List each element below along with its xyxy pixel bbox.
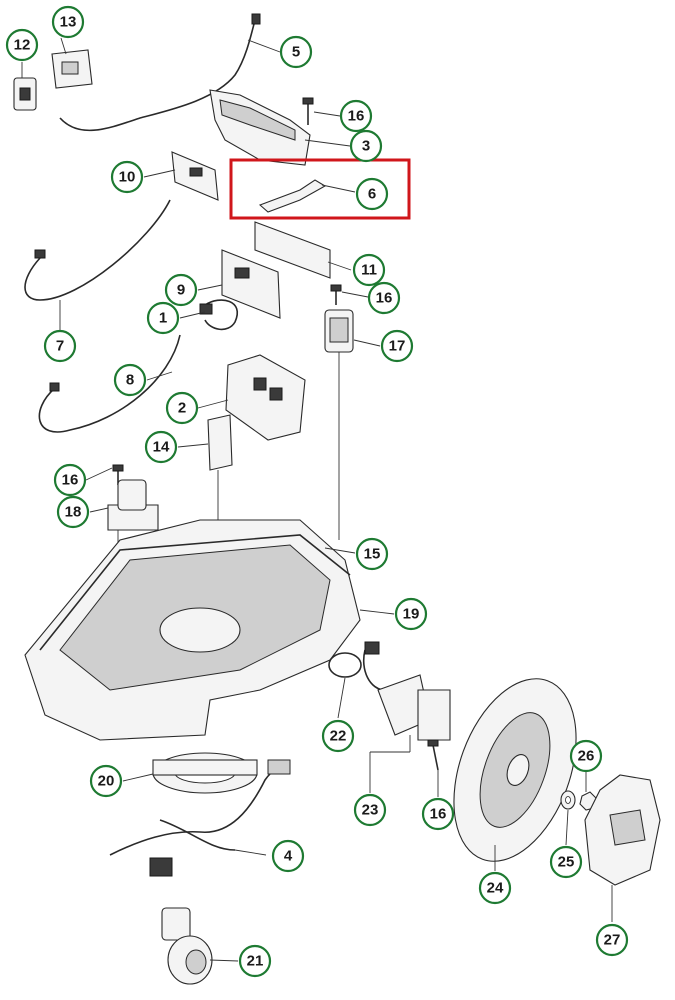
part-12-sensor [13, 77, 37, 111]
callout-label: 15 [364, 546, 381, 563]
callout-label: 17 [389, 338, 406, 355]
callout-15[interactable]: 15 [355, 537, 389, 571]
callout-label: 16 [62, 472, 79, 489]
callout-16-right[interactable]: 16 [367, 281, 401, 315]
callout-label: 9 [177, 282, 185, 299]
part-16-screw-right [330, 284, 342, 305]
callout-label: 18 [65, 504, 82, 521]
callout-20[interactable]: 20 [89, 764, 123, 798]
callout-5[interactable]: 5 [279, 35, 313, 69]
callout-label: 10 [119, 169, 136, 186]
callout-14[interactable]: 14 [144, 430, 178, 464]
callout-label: 25 [558, 854, 575, 871]
callout-label: 27 [604, 932, 621, 949]
callout-label: 5 [292, 44, 300, 61]
cable-8 [38, 334, 181, 433]
callout-10[interactable]: 10 [110, 160, 144, 194]
callout-16-top[interactable]: 16 [339, 99, 373, 133]
callout-label: 4 [284, 848, 293, 865]
part-16-screw-top [302, 97, 314, 125]
callout-12[interactable]: 12 [5, 28, 39, 62]
callout-4[interactable]: 4 [271, 839, 305, 873]
callout-label: 16 [376, 290, 393, 307]
cable-5 [59, 13, 261, 132]
highlight-box [229, 158, 411, 220]
part-20-ring [152, 752, 258, 794]
part-17-motor [324, 309, 354, 540]
callout-24[interactable]: 24 [478, 871, 512, 905]
part-16-screw-bottom [427, 739, 439, 771]
part-1-connector [199, 299, 238, 331]
part-22-oring [328, 652, 362, 678]
callout-25[interactable]: 25 [549, 845, 583, 879]
part-6-lever [258, 179, 327, 213]
cable-7 [24, 199, 171, 301]
callout-6[interactable]: 6 [355, 177, 389, 211]
callout-27[interactable]: 27 [595, 923, 629, 957]
callout-label: 22 [330, 728, 347, 745]
callout-23[interactable]: 23 [353, 793, 387, 827]
callout-label: 14 [153, 439, 170, 456]
part-21-wheel-assembly [161, 907, 213, 985]
part-13-bracket [51, 49, 93, 89]
callout-13[interactable]: 13 [51, 5, 85, 39]
part-27-hubcap [584, 774, 661, 886]
part-2-battery [225, 354, 306, 441]
callout-label: 7 [56, 338, 64, 355]
callout-7[interactable]: 7 [43, 329, 77, 363]
callout-19[interactable]: 19 [394, 597, 428, 631]
part-23-wheel-motor [363, 641, 451, 752]
callout-21[interactable]: 21 [238, 944, 272, 978]
part-19-chassis [24, 519, 361, 741]
part-25-washer [560, 790, 576, 810]
callout-3[interactable]: 3 [349, 129, 383, 163]
callout-1[interactable]: 1 [146, 301, 180, 335]
callout-label: 8 [126, 372, 134, 389]
cable-4 [109, 759, 291, 877]
callout-2[interactable]: 2 [165, 391, 199, 425]
callout-label: 19 [403, 606, 420, 623]
callout-9[interactable]: 9 [164, 273, 198, 307]
callout-11[interactable]: 11 [352, 253, 386, 287]
callout-label: 13 [60, 14, 77, 31]
part-9-board [221, 249, 281, 319]
part-3-frame [209, 89, 311, 166]
callout-18[interactable]: 18 [56, 495, 90, 529]
callout-label: 6 [368, 186, 376, 203]
callout-label: 16 [430, 806, 447, 823]
callout-label: 12 [14, 37, 31, 54]
callout-label: 11 [361, 262, 377, 279]
callout-16-bottom[interactable]: 16 [421, 797, 455, 831]
callout-26[interactable]: 26 [569, 739, 603, 773]
callout-16-left[interactable]: 16 [53, 463, 87, 497]
callout-label: 24 [487, 880, 504, 897]
callout-8[interactable]: 8 [113, 363, 147, 397]
leader-lines [21, 37, 613, 962]
callout-label: 26 [578, 748, 595, 765]
callout-17[interactable]: 17 [380, 329, 414, 363]
callout-label: 2 [178, 400, 186, 417]
part-24-wheel [453, 678, 577, 862]
part-10-board [171, 151, 219, 201]
callout-label: 16 [348, 108, 365, 125]
part-11-board [254, 221, 331, 279]
callout-label: 23 [362, 802, 379, 819]
callout-22[interactable]: 22 [321, 719, 355, 753]
callout-label: 1 [159, 310, 167, 327]
callout-label: 3 [362, 138, 370, 155]
callout-label: 20 [98, 773, 115, 790]
callout-label: 21 [247, 953, 264, 970]
